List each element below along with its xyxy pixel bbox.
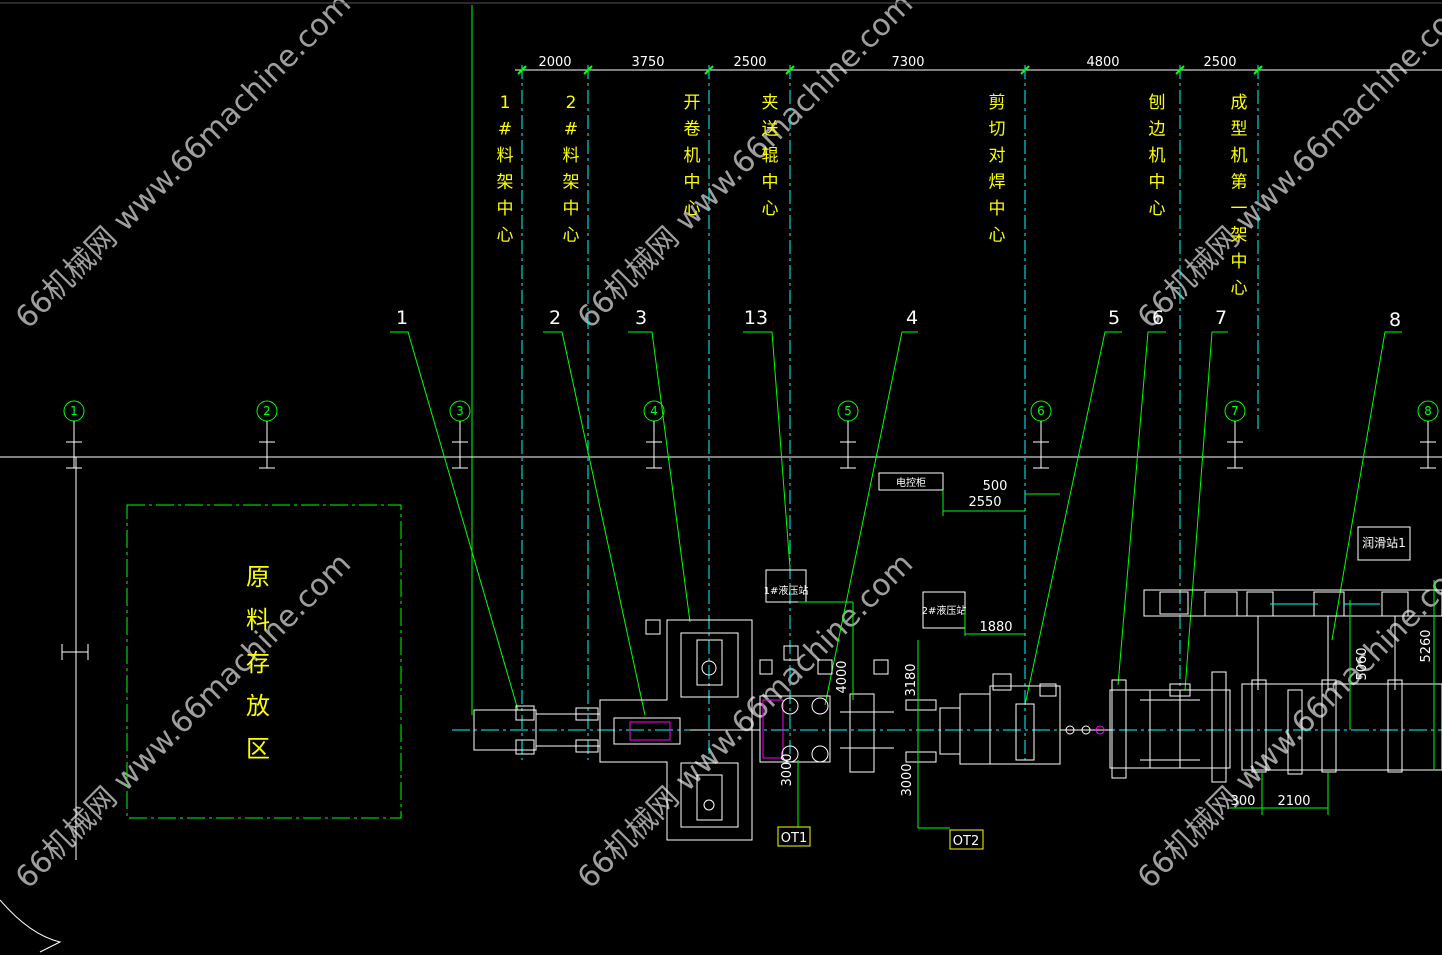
grid-axis-6: 6: [1030, 400, 1052, 469]
leader-number-8: 8: [1389, 309, 1401, 331]
grid-axis-4: 4: [643, 400, 665, 469]
middle-dimension-text: 500 2550 1880 4000 3180 3000 3000 5260 5…: [780, 479, 1434, 809]
grid-axis-8: 8: [1417, 400, 1439, 469]
station-label-shear-welder: 剪切对焊中心: [989, 93, 1006, 246]
watermarks: 66机械网 www.66machine.com 66机械网 www.66mach…: [9, 0, 1442, 896]
hydraulic-station-1: 1#液压站: [764, 569, 809, 603]
svg-text:2550: 2550: [968, 495, 1001, 510]
svg-text:OT1: OT1: [781, 831, 807, 846]
electric-cabinet: 电控柜: [878, 472, 944, 491]
leader-number-3: 3: [635, 307, 647, 329]
svg-text:1#液压站: 1#液压站: [764, 584, 809, 597]
svg-text:5060: 5060: [1355, 647, 1370, 680]
svg-text:6: 6: [1037, 404, 1045, 418]
svg-text:5: 5: [844, 404, 852, 418]
svg-text:5260: 5260: [1419, 629, 1434, 662]
svg-text:300: 300: [1231, 794, 1256, 809]
leader-number-7: 7: [1215, 307, 1227, 329]
ot2-box: OT2: [949, 829, 984, 850]
station-label-rack1: 1#料架中心: [497, 93, 514, 246]
grid-axis-7: 7: [1224, 400, 1246, 469]
svg-text:1: 1: [70, 404, 78, 418]
equipment-coil-racks: [473, 705, 600, 755]
svg-text:4: 4: [650, 404, 658, 418]
svg-text:4000: 4000: [835, 660, 850, 693]
svg-text:电控柜: 电控柜: [896, 476, 926, 489]
station-label-uncoiler: 开卷机中心: [684, 93, 701, 219]
svg-text:7: 7: [1231, 404, 1239, 418]
equipment-shear-welder: [905, 673, 1112, 765]
station-labels: 1#料架中心 2#料架中心 开卷机中心 夹送辊中心 剪切对焊中心 刨边机中心 成…: [497, 93, 1248, 299]
equipment-edge-planer: [1109, 671, 1231, 783]
station-centerlines: [521, 65, 1259, 760]
leader-lines: [390, 331, 1402, 716]
svg-text:3180: 3180: [904, 663, 919, 696]
watermark-4: 66机械网 www.66machine.com: [9, 546, 358, 895]
leader-number-5: 5: [1108, 307, 1120, 329]
watermark-6: 66机械网 www.66machine.com: [1131, 546, 1442, 895]
station-label-pinch-roll: 夹送辊中心: [762, 93, 779, 219]
svg-text:3: 3: [456, 404, 464, 418]
svg-text:500: 500: [983, 479, 1008, 494]
svg-text:2100: 2100: [1277, 794, 1310, 809]
leader-number-1: 1: [396, 307, 408, 329]
leader-numbers: 1 2 3 13 4 5 6 7 8: [396, 307, 1401, 331]
svg-text:2: 2: [263, 404, 271, 418]
hydraulic-station-2: 2#液压站: [922, 591, 967, 629]
top-dimension-chain: 2000 3750 2500 7300 4800 2500: [515, 55, 1442, 75]
equipment-pinch-roll: [759, 645, 894, 773]
dim-7300: 7300: [891, 55, 924, 70]
dim-2000: 2000: [538, 55, 571, 70]
grid-axes: 1 2 3 4 5 6 7: [63, 400, 1439, 469]
station-label-rack2: 2#料架中心: [563, 93, 580, 246]
middle-dimensions: [797, 490, 1435, 829]
svg-text:1880: 1880: [979, 620, 1012, 635]
raw-material-storage-area: 原料存放区: [126, 504, 402, 819]
leader-number-4: 4: [906, 307, 918, 329]
svg-text:8: 8: [1424, 404, 1432, 418]
equipment-uncoiler: [599, 619, 760, 841]
dim-2500-b: 2500: [1203, 55, 1236, 70]
dim-3750: 3750: [631, 55, 664, 70]
grid-axis-3: 3: [449, 400, 471, 469]
equipment-forming-mill: [1143, 589, 1442, 775]
ot1-box: OT1: [777, 826, 811, 847]
leader-number-6: 6: [1152, 307, 1164, 329]
svg-text:3000: 3000: [780, 753, 795, 786]
watermark-3: 66机械网 www.66machine.com: [1131, 0, 1442, 336]
watermark-2: 66机械网 www.66machine.com: [571, 0, 920, 336]
leader-number-13: 13: [744, 307, 768, 329]
storage-area-label: 原料存放区: [246, 563, 270, 763]
station-label-forming-mill: 成型机第一架中心: [1231, 93, 1248, 299]
grid-axis-1: 1: [63, 400, 85, 469]
dim-2500-a: 2500: [733, 55, 766, 70]
dim-4800: 4800: [1086, 55, 1119, 70]
svg-text:3000: 3000: [900, 763, 915, 796]
lubrication-station: 润滑站1: [1357, 526, 1411, 561]
leader-number-2: 2: [549, 307, 561, 329]
grid-axis-5: 5: [837, 400, 859, 469]
svg-text:润滑站1: 润滑站1: [1362, 536, 1406, 550]
grid-axis-2: 2: [256, 400, 278, 469]
svg-text:OT2: OT2: [953, 834, 979, 849]
watermark-1: 66机械网 www.66machine.com: [9, 0, 358, 336]
station-label-edge-planer: 刨边机中心: [1149, 93, 1166, 219]
watermark-5: 66机械网 www.66machine.com: [571, 546, 920, 895]
svg-text:2#液压站: 2#液压站: [922, 604, 967, 617]
